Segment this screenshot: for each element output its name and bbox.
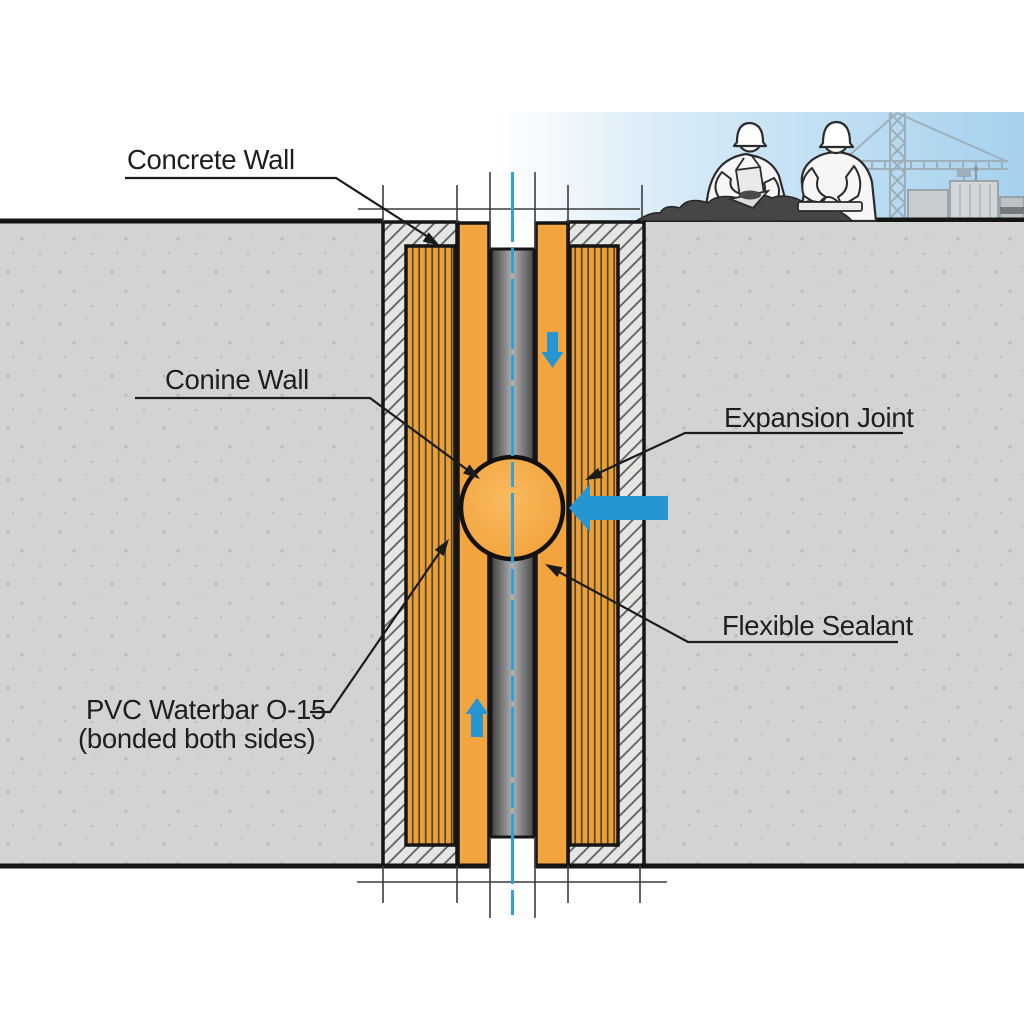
conine-wall-arrowhead	[463, 464, 480, 479]
concrete-wall-left	[0, 222, 383, 866]
left-arrow-icon	[569, 484, 668, 532]
flexible-sealant-leader	[547, 565, 898, 644]
waterbar-ribbed-left	[404, 244, 457, 847]
concrete-wall-right	[644, 222, 1024, 866]
pvc-waterbar-label: PVC Waterbar O-15	[86, 694, 326, 725]
concrete-wall-label: Concrete Wall	[127, 144, 295, 175]
leader-lines	[125, 176, 903, 714]
background-buildings	[907, 166, 1024, 222]
conine-wall-leader	[135, 396, 478, 478]
concrete-wall-arrowhead	[422, 232, 440, 246]
pvc-waterbar-leader	[310, 542, 447, 714]
concrete-wall-leader	[125, 176, 434, 241]
flexible-sealant-label: Flexible Sealant	[722, 610, 914, 641]
pvc-waterbar-note-label: (bonded both sides)	[78, 723, 315, 754]
expansion-joint-label: Expansion Joint	[724, 402, 914, 433]
worker-tools	[726, 189, 863, 212]
flexible-sealant-arrowhead	[545, 564, 563, 577]
expansion-joint-leader	[587, 431, 903, 479]
expansion-joint-arrowhead	[585, 467, 603, 480]
conine-wall-label: Conine Wall	[165, 364, 309, 395]
pvc-waterbar-arrowhead	[434, 539, 449, 557]
up-arrow-icon	[465, 698, 489, 737]
down-arrow-icon	[541, 332, 564, 368]
waterbar-ribbed-right	[568, 244, 620, 847]
